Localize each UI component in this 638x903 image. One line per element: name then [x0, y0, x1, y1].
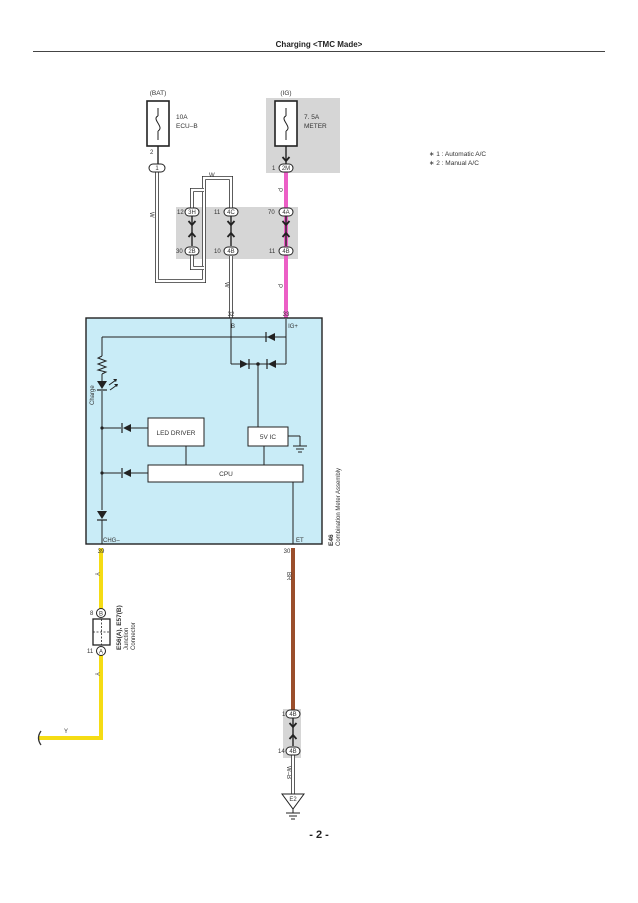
- svg-text:Combination Meter Assembly: Combination Meter Assembly: [336, 468, 342, 546]
- svg-text:30: 30: [176, 249, 183, 255]
- svg-text:14: 14: [278, 749, 285, 755]
- svg-text:4A: 4A: [282, 210, 289, 216]
- diode-led-driver: [121, 423, 131, 433]
- svg-text:33: 33: [283, 312, 290, 318]
- svg-text:∗ 2 : Manual A/C: ∗ 2 : Manual A/C: [429, 160, 479, 167]
- svg-text:4C: 4C: [227, 210, 235, 216]
- combination-meter-assembly: 32 33 B IG+: [85, 312, 342, 555]
- svg-text:5V IC: 5V IC: [260, 434, 277, 441]
- wire-label-w3: W: [223, 282, 229, 288]
- svg-text:ECU–B: ECU–B: [176, 123, 198, 130]
- legend: ∗ 1 : Automatic A/C ∗ 2 : Manual A/C: [429, 151, 486, 167]
- wire-label-wb: W–B: [285, 766, 291, 779]
- wire-label-p1: P: [276, 188, 282, 192]
- svg-text:4B: 4B: [289, 712, 296, 718]
- white-wire-loop: [155, 170, 233, 283]
- page-title: Charging <TMC Made>: [275, 40, 363, 49]
- wire-label-w2: W: [209, 173, 215, 179]
- diode-pair: [240, 359, 276, 369]
- svg-text:E2: E2: [289, 797, 297, 803]
- fuse-ecu-b: (BAT) 10A ECU–B 2 1: [146, 90, 198, 173]
- svg-text:2B: 2B: [188, 249, 195, 255]
- svg-text:30: 30: [284, 549, 291, 555]
- svg-text:1: 1: [282, 712, 286, 718]
- svg-text:11: 11: [87, 649, 94, 655]
- svg-text:4B: 4B: [227, 249, 234, 255]
- svg-text:7. 5A: 7. 5A: [304, 114, 320, 121]
- diode-ig: [265, 332, 275, 342]
- yellow-wire: [37, 548, 103, 746]
- wire-label-br: BR: [285, 572, 291, 581]
- svg-text:B: B: [99, 612, 103, 618]
- svg-text:1: 1: [155, 166, 159, 172]
- svg-text:LED DRIVER: LED DRIVER: [156, 430, 195, 437]
- svg-text:E56(A), E57(B): E56(A), E57(B): [116, 605, 123, 650]
- page-number: - 2 -: [309, 829, 329, 841]
- svg-text:CHG–: CHG–: [103, 538, 120, 544]
- svg-text:39: 39: [98, 549, 105, 555]
- 5v-ic-block: 5V IC: [247, 426, 289, 447]
- charge-label: Charge: [90, 385, 96, 405]
- svg-text:CPU: CPU: [219, 471, 233, 478]
- wire-label-p2: P: [276, 284, 282, 288]
- connector-2m: 2M 1: [272, 156, 294, 173]
- resistor: [96, 355, 108, 375]
- svg-text:70: 70: [268, 210, 275, 216]
- junction-connector: B 8 A 11 E56(A), E57(B) Junction Connect…: [87, 605, 137, 656]
- svg-text:11: 11: [269, 249, 276, 255]
- connector-4b-10: 4B 10: [214, 246, 239, 256]
- svg-text:∗ 1 : Automatic A/C: ∗ 1 : Automatic A/C: [429, 151, 486, 158]
- connector-2b: 2B 30: [176, 246, 200, 256]
- connector-4b-1: 4B 1: [282, 709, 301, 746]
- wire-label-w1: W: [148, 212, 154, 218]
- svg-text:4B: 4B: [289, 749, 296, 755]
- diode-chg: [97, 511, 107, 521]
- connector-4a: 4A 70: [268, 207, 294, 246]
- internal-ground-icon: [293, 445, 307, 453]
- fuse-meter: (IG) 7. 5A METER: [274, 90, 327, 164]
- led-driver-block: LED DRIVER: [147, 417, 205, 447]
- svg-text:11: 11: [214, 210, 221, 216]
- svg-text:Connector: Connector: [131, 622, 137, 650]
- connector-4b-11: 4B 11: [269, 246, 294, 256]
- svg-text:10: 10: [214, 249, 221, 255]
- svg-text:8: 8: [90, 611, 94, 617]
- charge-led: [97, 379, 118, 391]
- svg-text:2M: 2M: [282, 166, 290, 172]
- svg-text:2: 2: [150, 150, 154, 156]
- svg-text:12: 12: [177, 210, 184, 216]
- svg-text:METER: METER: [304, 123, 327, 130]
- header-rule: [33, 51, 605, 52]
- svg-text:B: B: [231, 324, 235, 330]
- ground-e2-icon: E2: [281, 793, 305, 820]
- white-wire-3h-2b: [190, 188, 204, 270]
- svg-text:(IG): (IG): [280, 90, 291, 97]
- svg-text:E46: E46: [328, 534, 335, 546]
- svg-text:ET: ET: [296, 538, 304, 544]
- ground-connector-area: [283, 709, 301, 758]
- svg-text:Junction: Junction: [124, 628, 130, 650]
- wire-label-y3: Y: [64, 729, 68, 735]
- svg-text:1: 1: [272, 166, 276, 172]
- svg-text:3H: 3H: [188, 210, 196, 216]
- wire-label-y1: Y: [93, 572, 99, 576]
- svg-text:10A: 10A: [176, 114, 188, 121]
- wire-label-y2: Y: [93, 672, 99, 676]
- svg-text:32: 32: [228, 312, 235, 318]
- connector-4c: 4C 11: [214, 207, 239, 246]
- connector-4b-14: 4B 14: [278, 746, 301, 756]
- svg-text:(BAT): (BAT): [150, 90, 167, 97]
- connector-3h: 3H 12: [177, 207, 200, 246]
- svg-text:4B: 4B: [282, 249, 289, 255]
- diode-cpu: [121, 468, 131, 478]
- cpu-block: CPU: [147, 464, 304, 483]
- svg-text:IG+: IG+: [288, 324, 298, 330]
- svg-text:A: A: [99, 650, 103, 656]
